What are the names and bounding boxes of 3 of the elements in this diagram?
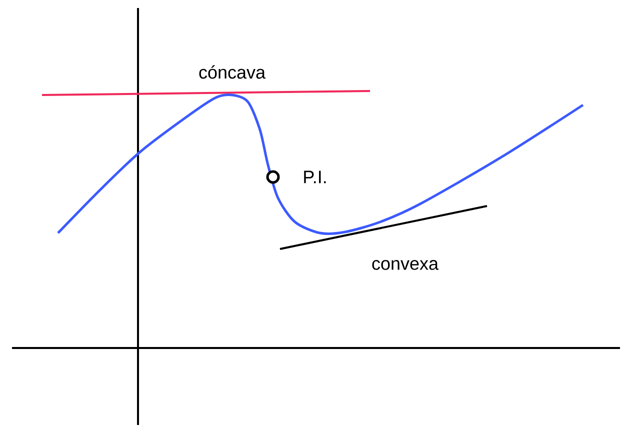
curve-label: cóncava: [199, 65, 266, 79]
curve-label: P.I.: [304, 170, 326, 184]
curve-label: convexa: [372, 260, 438, 270]
